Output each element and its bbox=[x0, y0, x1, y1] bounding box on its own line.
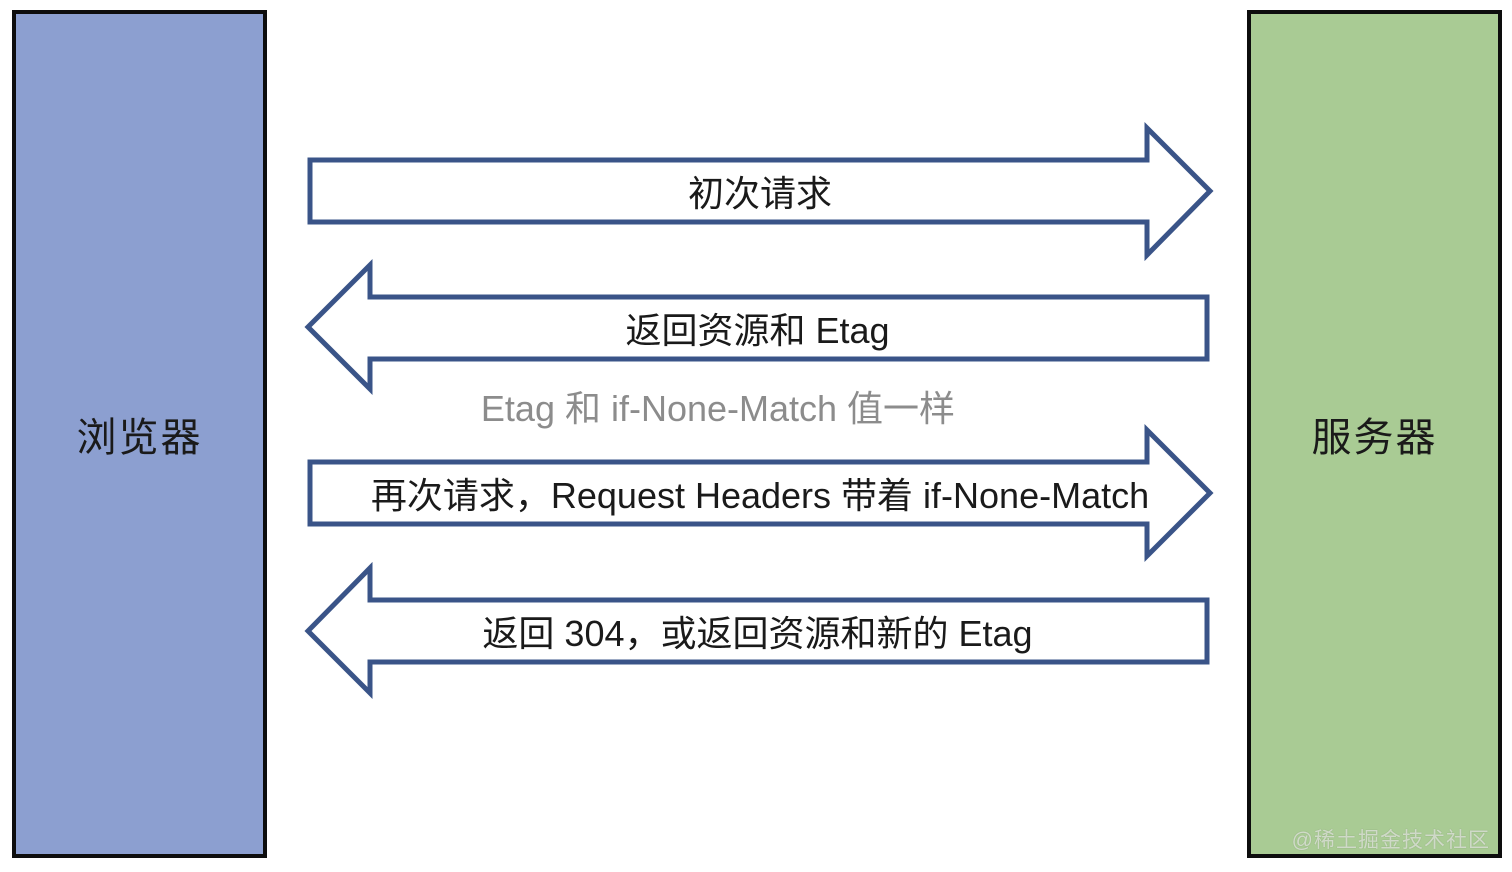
arrow-label-second-request: 再次请求，Request Headers 带着 if-None-Match bbox=[370, 475, 1150, 516]
watermark: @稀土掘金技术社区 bbox=[1291, 829, 1490, 852]
arrow-return-304-left-icon bbox=[304, 561, 1210, 700]
browser-node-label: 浏览器 bbox=[76, 416, 203, 460]
arrow-second-request-right-icon bbox=[307, 423, 1214, 563]
etag-match-note: Etag 和 if-None-Match 值一样 bbox=[480, 388, 956, 429]
arrow-return-resource-etag-left-icon bbox=[304, 258, 1210, 396]
server-node-label: 服务器 bbox=[1311, 416, 1438, 460]
arrow-initial-request-right-icon bbox=[307, 121, 1214, 262]
server-node: 服务器 bbox=[1247, 10, 1502, 858]
arrow-label-return-resource-etag: 返回资源和 Etag bbox=[625, 310, 890, 351]
arrow-label-return-304: 返回 304，或返回资源和新的 Etag bbox=[482, 613, 1033, 654]
arrow-label-initial-request: 初次请求 bbox=[687, 173, 832, 214]
browser-node: 浏览器 bbox=[12, 10, 267, 858]
